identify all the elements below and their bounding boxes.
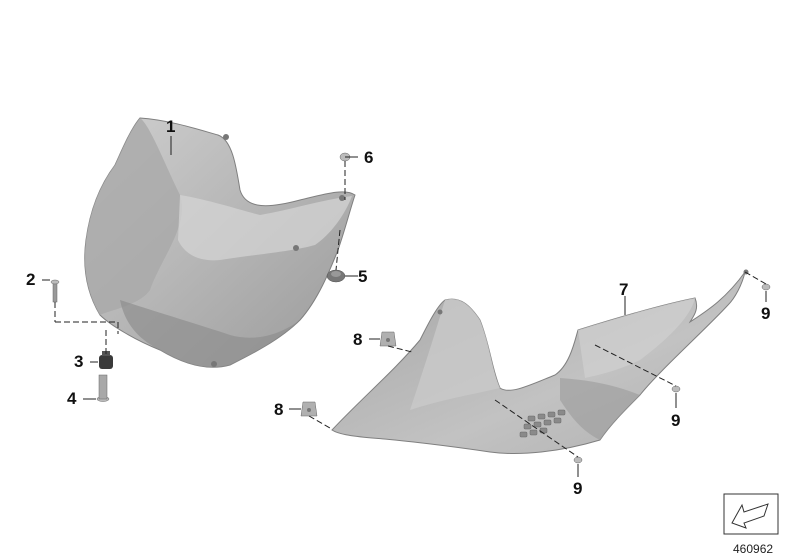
- callout-2: 2: [26, 270, 36, 289]
- reference-number: 460962: [733, 542, 774, 556]
- screw-part-9c: [573, 456, 583, 464]
- assembly-dash-lines: [54, 161, 767, 458]
- callout-9-middle: 9: [671, 411, 681, 430]
- callout-4: 4: [67, 389, 77, 408]
- callout-7: 7: [619, 280, 629, 299]
- callout-3: 3: [74, 352, 84, 371]
- nut-part-8a: [379, 331, 397, 347]
- sleeve-part-4: [96, 374, 110, 402]
- callout-6: 6: [364, 148, 374, 167]
- orientation-icon: [723, 493, 779, 535]
- side-panel-part: [331, 269, 749, 454]
- tank-cover-part: [84, 117, 356, 368]
- nut-part-8b: [300, 401, 318, 417]
- callout-8-lower: 8: [274, 400, 284, 419]
- callout-8-upper: 8: [353, 330, 363, 349]
- grommet-part-5: [326, 269, 346, 283]
- callout-1: 1: [166, 117, 176, 136]
- bolt-part-2: [50, 279, 60, 303]
- leader-lines: [42, 136, 767, 477]
- screw-part-9b: [671, 385, 681, 393]
- callout-9-bottom: 9: [573, 479, 583, 498]
- callout-9-right: 9: [761, 304, 771, 323]
- screw-part-9a: [761, 283, 771, 291]
- callout-5: 5: [358, 267, 368, 286]
- vent-grille: [519, 409, 566, 438]
